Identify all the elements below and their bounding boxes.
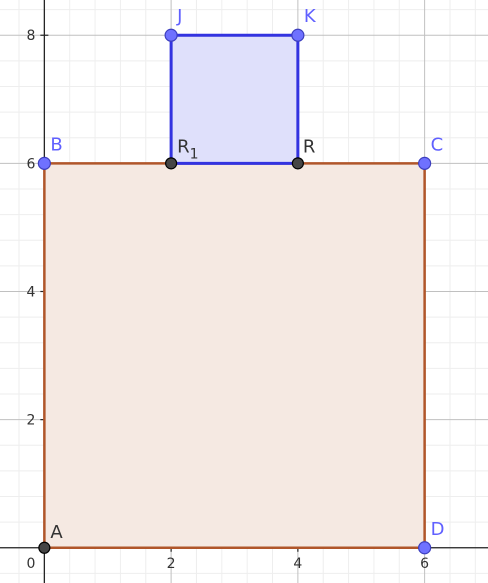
point-label-d: D xyxy=(431,519,445,540)
y-tick-label: 2 xyxy=(26,413,35,429)
point-r1[interactable] xyxy=(165,157,178,170)
point-d[interactable] xyxy=(418,541,432,555)
point-label-j: J xyxy=(176,6,182,27)
x-tick-label: 6 xyxy=(420,556,429,572)
point-label-k: K xyxy=(304,6,317,27)
x-tick-label: 4 xyxy=(293,556,302,572)
point-label-a: A xyxy=(50,522,63,543)
point-label-text: R xyxy=(303,136,316,157)
point-label-r: R xyxy=(303,136,316,157)
point-label-c: C xyxy=(431,134,444,155)
point-label-text: R xyxy=(177,136,190,157)
point-label-text: B xyxy=(50,134,62,155)
point-label-subscript: 1 xyxy=(190,146,199,162)
points-layer[interactable] xyxy=(37,28,432,555)
square-jkrr1[interactable] xyxy=(169,33,300,165)
point-a[interactable] xyxy=(38,541,51,554)
y-tick-label: 8 xyxy=(26,28,35,44)
point-k[interactable] xyxy=(291,28,305,42)
point-label-text: K xyxy=(304,6,317,27)
point-c[interactable] xyxy=(418,156,432,170)
origin-label: 0 xyxy=(26,556,35,572)
y-tick-label: 6 xyxy=(26,156,35,172)
y-tick-label: 4 xyxy=(26,285,35,301)
point-j[interactable] xyxy=(164,28,178,42)
point-label-b: B xyxy=(50,134,62,155)
x-tick-label: 2 xyxy=(167,556,176,572)
point-label-text: A xyxy=(50,522,63,543)
point-label-r1: R1 xyxy=(177,136,198,162)
point-label-text: D xyxy=(431,519,445,540)
point-label-text: C xyxy=(431,134,444,155)
rectangle-abcd[interactable] xyxy=(43,162,426,550)
polygons-layer[interactable] xyxy=(43,33,426,550)
tick-labels: 2 4 6 2 4 6 8 0 xyxy=(26,28,429,572)
point-b[interactable] xyxy=(37,156,51,170)
point-label-text: J xyxy=(176,6,182,27)
point-r[interactable] xyxy=(291,157,304,170)
